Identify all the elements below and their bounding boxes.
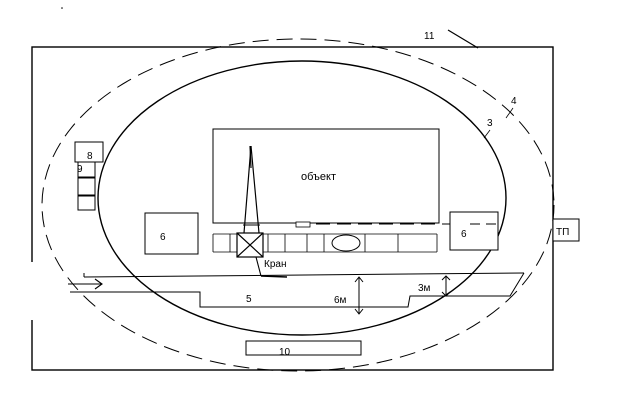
- facility-block-small-1: [77, 177, 96, 196]
- object-label: объект: [301, 171, 336, 183]
- storage-area-right: [449, 211, 499, 251]
- site-boundary: [31, 46, 554, 371]
- leader-line-4: [505, 107, 514, 119]
- dimension-3m: [441, 275, 451, 297]
- dimension-6m: [354, 276, 364, 315]
- danger-zone-outline: [41, 38, 555, 372]
- building-object: [212, 128, 440, 224]
- transformer-substation: [552, 218, 580, 242]
- transformer-label: ТП: [556, 227, 569, 238]
- area-10-label: 10: [279, 347, 291, 358]
- facility-block-small-2: [77, 195, 96, 211]
- road-label-5: 5: [246, 294, 252, 305]
- temporary-road: [70, 272, 525, 308]
- site-entrance-gap: [29, 262, 35, 320]
- rail-track-oval-marker: [331, 234, 361, 252]
- label-4: 4: [511, 96, 517, 107]
- label-11: 11: [424, 31, 435, 42]
- area-10: [245, 340, 362, 356]
- building-notch: [295, 221, 311, 228]
- facility-block-9: [77, 161, 96, 178]
- storage-label-right: 6: [461, 229, 467, 240]
- entrance-arrow: [68, 278, 103, 290]
- dimension-3m-label: 3м: [418, 283, 431, 294]
- stray-dot: [61, 7, 63, 9]
- crane-label: Кран: [264, 259, 286, 270]
- facility-label-9: 9: [77, 164, 83, 175]
- storage-label-left: 6: [160, 232, 166, 243]
- leader-line-11: [447, 29, 479, 49]
- facility-label-8: 8: [87, 151, 93, 162]
- label-3: 3: [487, 118, 493, 129]
- storage-area-left: [144, 212, 199, 255]
- tower-crane: [236, 145, 288, 278]
- dimension-6m-label: 6м: [334, 295, 347, 306]
- crane-work-zone: [97, 60, 507, 336]
- leader-line-3: [483, 129, 491, 139]
